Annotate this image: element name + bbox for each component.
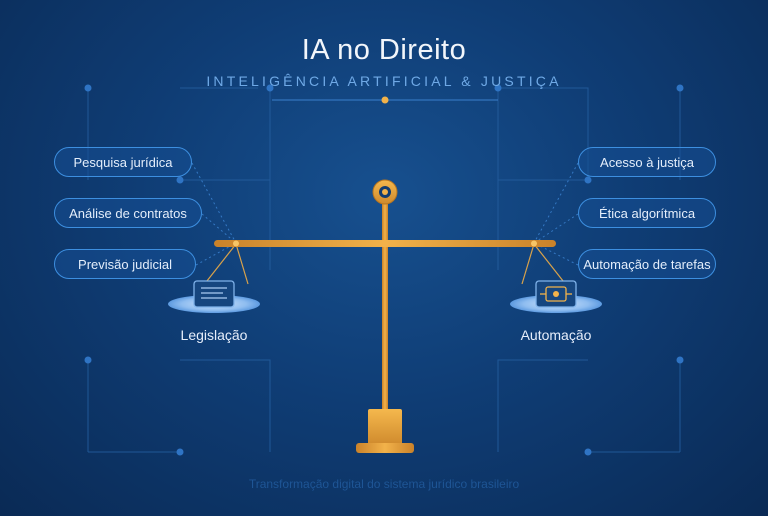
- footer-caption: Transformação digital do sistema jurídic…: [248, 477, 520, 491]
- right-pan-label: Automação: [520, 327, 592, 343]
- left-pan-label: Legislação: [180, 327, 248, 343]
- topic-pill-etica-algoritmica: Ética algorítmica: [578, 198, 716, 228]
- topic-pill-pesquisa-juridica: Pesquisa jurídica: [54, 147, 192, 177]
- topic-pill-acesso-justica: Acesso à justiça: [578, 147, 716, 177]
- topic-pill-previsao-judicial: Previsão judicial: [54, 249, 196, 279]
- page-title: IA no Direito: [301, 34, 467, 66]
- title-divider-dot: [381, 96, 389, 104]
- page-subtitle: INTELIGÊNCIA ARTIFICIAL & JUSTIÇA: [206, 73, 562, 89]
- topic-pill-automacao-tarefas: Automação de tarefas: [578, 249, 716, 279]
- document-icon: [193, 280, 235, 308]
- chip-icon: [535, 280, 577, 308]
- topic-pill-analise-contratos: Análise de contratos: [54, 198, 202, 228]
- scale-of-justice: [214, 179, 556, 453]
- circuit-nodes: [84, 84, 684, 456]
